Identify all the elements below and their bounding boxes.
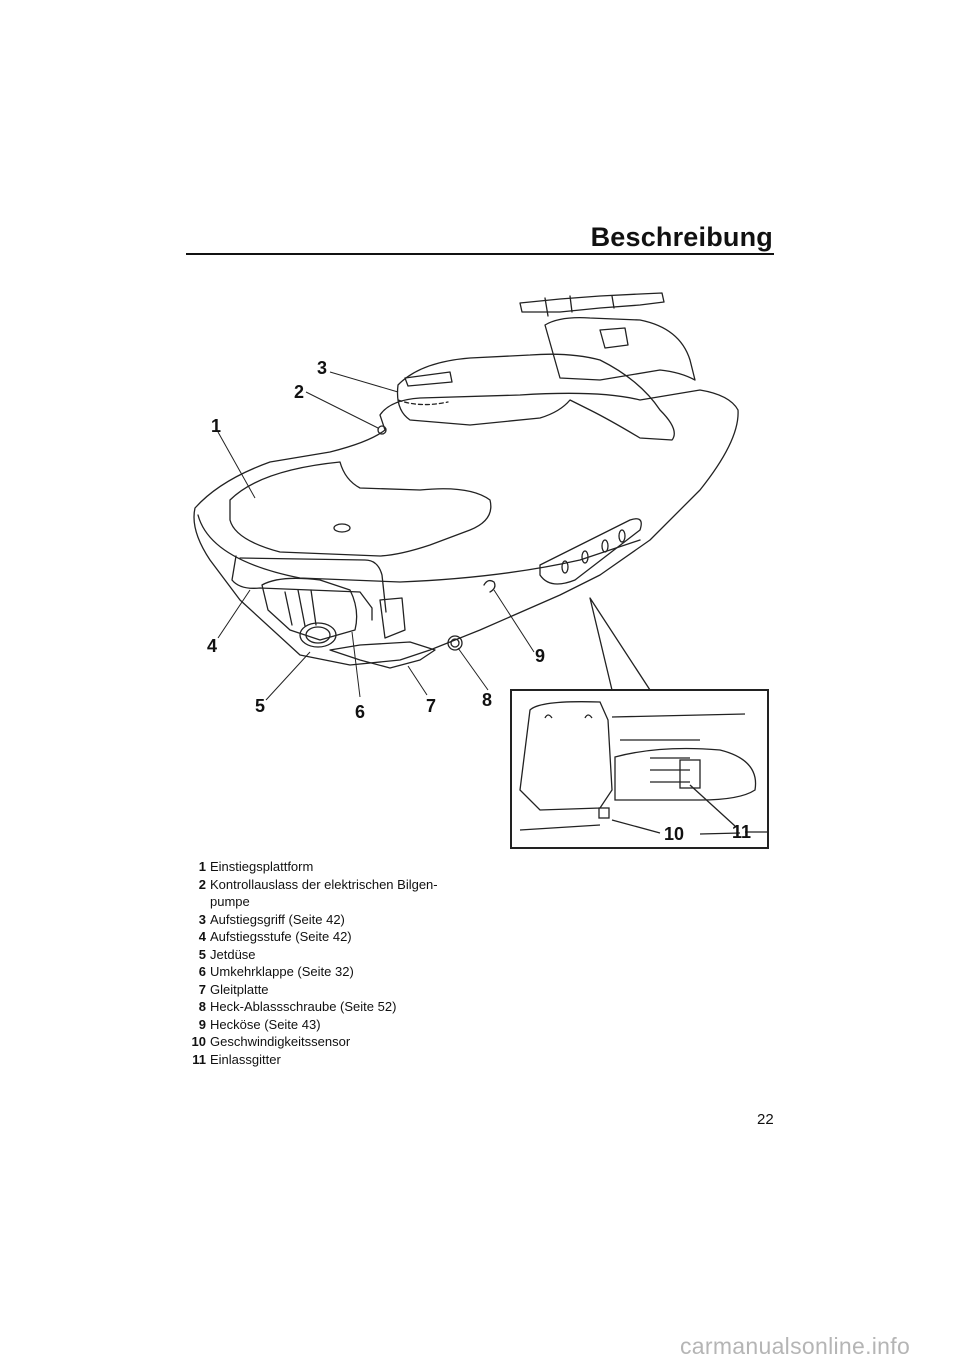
legend-text-line2: pumpe <box>210 894 250 909</box>
legend-item: 4 Aufstiegsstufe (Seite 42) <box>186 928 486 946</box>
legend-text: Kontrollauslass der elektrischen Bilgen-… <box>210 876 486 911</box>
legend-num: 10 <box>191 1034 206 1049</box>
watermark: carmanualsonline.info <box>680 1333 911 1359</box>
callout-4: 4 <box>207 636 217 656</box>
legend-item: 1 Einstiegsplattform <box>186 858 486 876</box>
legend-text: Gleitplatte <box>210 981 269 997</box>
header-rule <box>186 253 774 255</box>
legend-num: 5 <box>198 946 206 962</box>
speed-sensor-drawing <box>598 807 610 819</box>
callout-5: 5 <box>255 696 265 716</box>
ride-plate-drawing <box>329 641 436 669</box>
hull-drawing <box>193 389 739 666</box>
legend-num: 4 <box>198 929 206 944</box>
reboarding-step-drawing <box>231 555 373 621</box>
legend-text: Aufstiegsgriff (Seite 42) <box>210 911 345 927</box>
legend-item: 8 Heck-Ablassschraube (Seite 52) <box>186 998 486 1016</box>
drain-plug-drawing <box>447 635 463 651</box>
console-drawing <box>544 317 696 381</box>
handlebar-drawing <box>519 292 665 313</box>
legend-item: 6 Umkehrklappe (Seite 32) <box>186 963 486 981</box>
legend-num: 11 <box>192 1051 206 1067</box>
legend-num: 9 <box>198 1016 206 1032</box>
legend-num: 1 <box>198 859 206 874</box>
tow-eye-drawing <box>483 579 496 593</box>
grip-drawing <box>397 399 449 406</box>
callout-8: 8 <box>482 690 492 710</box>
legend-text: Umkehrklappe (Seite 32) <box>210 964 354 979</box>
jet-nozzle-drawing <box>299 622 337 648</box>
legend-num: 8 <box>198 999 206 1014</box>
legend-text: Heck-Ablassschraube (Seite 52) <box>210 999 397 1014</box>
legend-text: Aufstiegsstufe (Seite 42) <box>210 929 352 944</box>
boarding-platform-drawing <box>229 461 492 557</box>
legend-num: 6 <box>198 964 206 979</box>
legend-text: Hecköse (Seite 43) <box>210 1016 321 1032</box>
callout-2: 2 <box>294 382 304 402</box>
legend-num: 7 <box>198 981 206 997</box>
callout-6: 6 <box>355 702 365 722</box>
legend-text: Jetdüse <box>210 946 256 962</box>
page-title: Beschreibung <box>590 222 773 252</box>
legend-text: Einlassgitter <box>210 1051 281 1067</box>
legend-text: Einstiegsplattform <box>210 859 314 874</box>
seat-drawing <box>396 353 675 441</box>
callout-7: 7 <box>426 696 436 716</box>
legend-num: 3 <box>198 911 206 927</box>
legend-num: 2 <box>198 876 206 892</box>
legend-text: Geschwindigkeitssensor <box>210 1034 351 1049</box>
jetski-illustration: 1 2 3 4 5 6 7 8 9 10 11 <box>193 292 769 849</box>
legend-item: 10 Geschwindigkeitssensor <box>186 1033 486 1051</box>
callout-1: 1 <box>211 416 221 436</box>
legend-text-line1: Kontrollauslass der elektrischen Bilgen- <box>210 876 438 892</box>
jet-pump-drawing <box>261 577 358 641</box>
callout-10: 10 <box>664 824 684 844</box>
callout-11: 11 <box>732 822 751 842</box>
inset-detail-frame <box>510 689 769 849</box>
callout-9: 9 <box>535 646 545 666</box>
callout-3: 3 <box>317 358 327 378</box>
bilge-outlet-drawing <box>377 425 387 435</box>
page-number: 22 <box>757 1111 774 1128</box>
